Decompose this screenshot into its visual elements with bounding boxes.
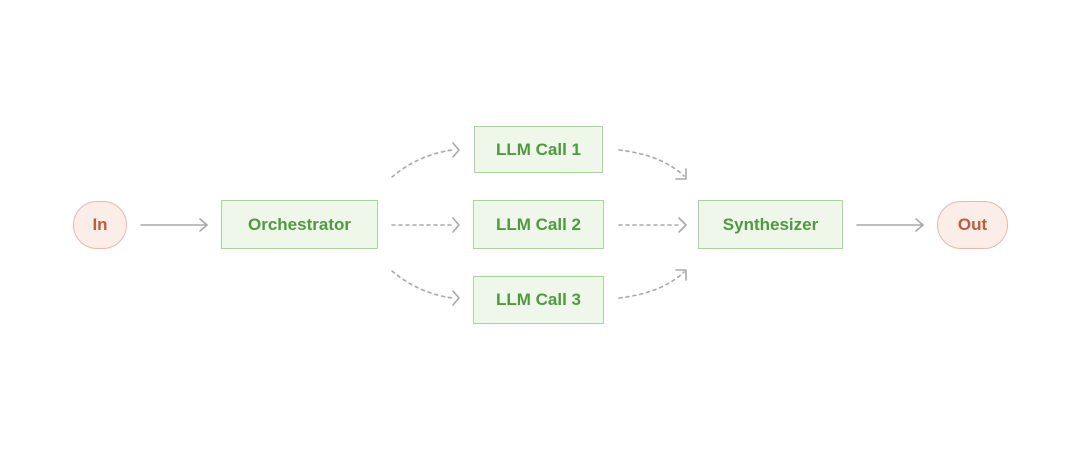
llm-call-1-node: LLM Call 1 [474,126,603,173]
edge-orchestrator-to-llm-call-1 [391,142,460,178]
orchestrator-label: Orchestrator [248,214,351,234]
in-node: In [73,201,127,249]
llm-call-3-node: LLM Call 3 [473,276,604,324]
edge-synthesizer-to-out [856,218,924,232]
llm-call-3-label: LLM Call 3 [495,290,581,309]
edge-orchestrator-to-llm-call-2 [391,217,460,233]
synthesizer-label: Synthesizer [722,214,819,234]
edge-in-to-orchestrator [140,218,208,232]
edge-llm-call-3-to-synthesizer [618,269,687,299]
in-label: In [92,215,108,234]
llm-call-2-node: LLM Call 2 [473,200,604,249]
out-node: Out [937,201,1008,249]
synthesizer-node: Synthesizer [698,200,843,249]
edge-llm-call-1-to-synthesizer [618,149,687,180]
orchestrator-node: Orchestrator [221,200,378,249]
llm-call-2-label: LLM Call 2 [495,214,581,234]
edge-llm-call-2-to-synthesizer [618,217,687,233]
edge-orchestrator-to-llm-call-3 [391,270,460,306]
llm-call-1-label: LLM Call 1 [495,139,581,159]
out-label: Out [957,215,988,234]
